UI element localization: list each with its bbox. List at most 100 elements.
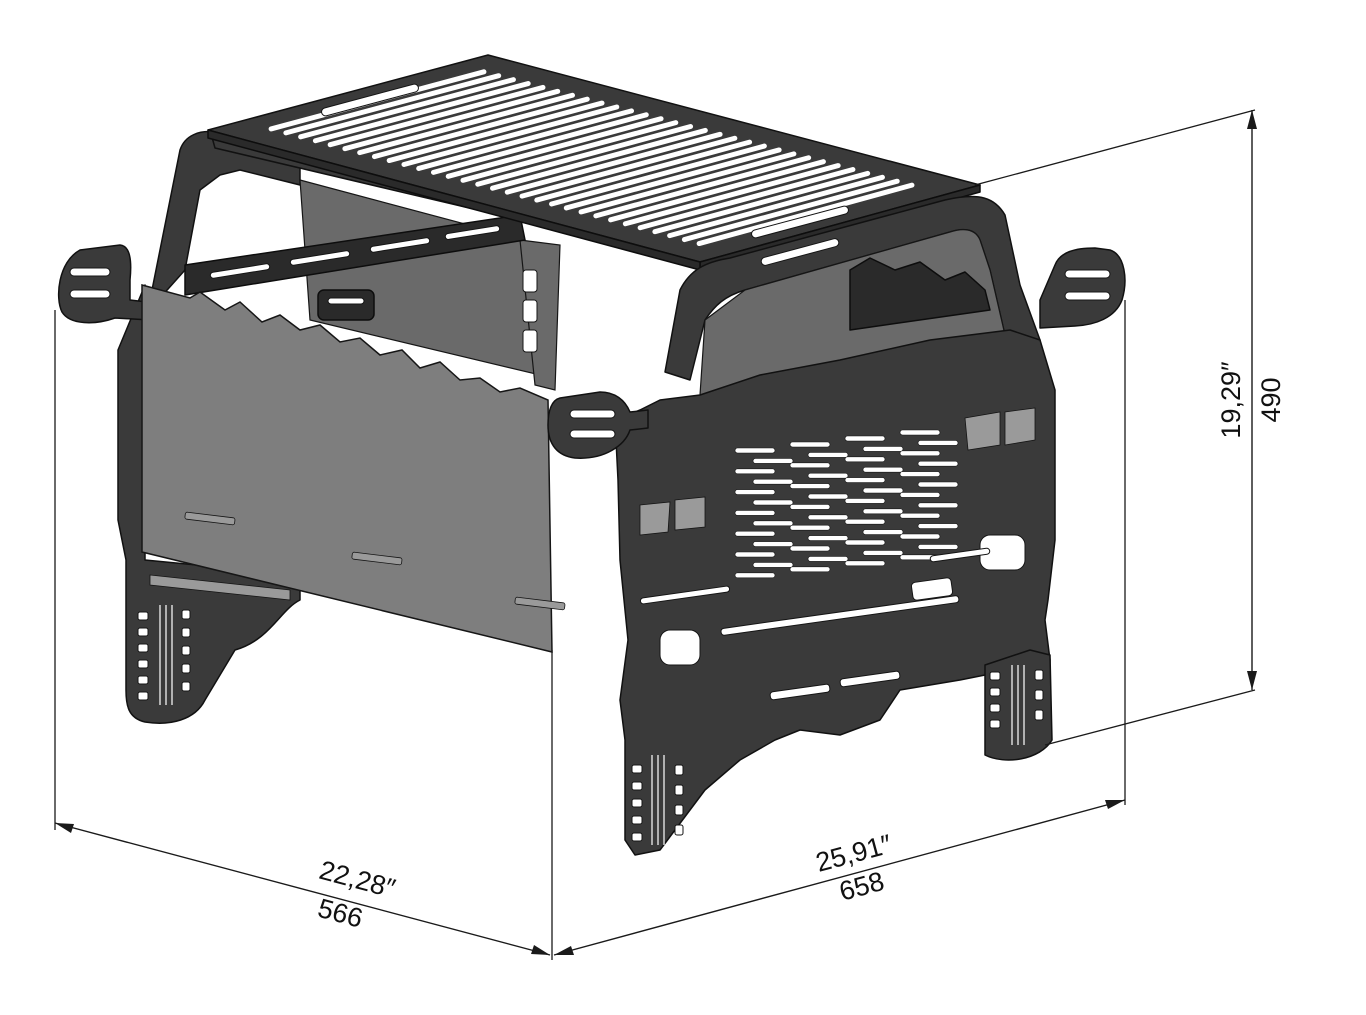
height-mm-label: 490	[1256, 377, 1286, 422]
grille-slot	[844, 498, 886, 504]
grill-slot	[475, 124, 694, 187]
grille-slot	[752, 562, 794, 568]
height-dimension: 19,29″ 490	[1216, 110, 1286, 690]
grill-slot	[681, 178, 900, 243]
grille-slot	[899, 450, 941, 457]
grille-slot	[862, 550, 904, 556]
grille-slots	[734, 429, 959, 579]
grill-slot	[327, 84, 546, 148]
grille-slot	[917, 544, 959, 550]
grille-slot	[844, 456, 886, 463]
grill-slot	[549, 143, 767, 207]
grille-slot	[789, 504, 831, 510]
far-wall-slots	[184, 214, 526, 296]
grill-slot	[490, 127, 708, 191]
grille-slot	[862, 466, 904, 473]
grille-slot	[899, 492, 941, 498]
extension-lines	[54, 109, 1256, 960]
grille-slot	[734, 530, 776, 537]
grill-slot	[637, 166, 856, 231]
grille-slot	[807, 556, 849, 562]
grille-slot	[917, 481, 959, 488]
width-mm-label: 658	[836, 866, 887, 907]
grille-slot	[844, 539, 886, 546]
grille-slot	[862, 487, 904, 494]
grille-slot	[789, 441, 831, 448]
grille-slot	[807, 493, 849, 500]
grill-slot	[386, 100, 605, 164]
rear-left-side-plate	[117, 284, 301, 724]
depth-mm-label: 566	[315, 893, 366, 934]
grill-slot	[534, 139, 753, 203]
grille-slot	[844, 560, 886, 567]
grille-slot	[752, 458, 794, 464]
grill-slot	[622, 163, 841, 227]
grille-slot	[734, 572, 776, 579]
grille-slot	[789, 524, 831, 531]
grille-slot	[734, 510, 776, 516]
grill-slot	[519, 135, 738, 199]
grill-slot	[401, 104, 620, 167]
grill-slot	[430, 112, 649, 175]
grill-slot	[371, 96, 590, 160]
grill-slot	[696, 182, 915, 247]
rear-left-leg-slots	[137, 605, 191, 705]
grille-slot	[807, 452, 849, 458]
grille-slot	[917, 460, 959, 467]
grille-slot	[844, 477, 886, 483]
grille-slot	[917, 523, 959, 529]
grille-slot	[899, 429, 941, 436]
grill-slot	[445, 116, 664, 179]
grille-slot	[789, 566, 831, 573]
windshield-interior	[699, 229, 1006, 396]
grille-slot	[734, 447, 776, 454]
grill-slot	[578, 151, 797, 215]
grille-slot	[844, 518, 886, 525]
grill-grate	[207, 54, 981, 271]
grille-slot	[862, 446, 904, 452]
grill-slot	[357, 92, 575, 156]
grille-slot	[752, 541, 794, 547]
grille-slot	[899, 471, 941, 477]
grille-slot	[789, 462, 831, 469]
front-grille-plate	[614, 329, 1056, 856]
grill-slot	[312, 81, 531, 144]
grill-slot	[283, 73, 502, 136]
depth-dimension: 22,28″ 566	[54, 822, 551, 956]
grill-slot	[416, 108, 635, 171]
side-panel	[141, 284, 566, 653]
grille-slot	[734, 489, 776, 495]
height-inches-label: 19,29″	[1216, 361, 1246, 439]
grill-slot	[593, 155, 812, 219]
grill-slots	[268, 69, 915, 247]
grille-slot	[917, 502, 959, 509]
grill-slot	[563, 147, 782, 211]
grille-slot	[752, 478, 794, 485]
grill-slot	[504, 131, 723, 195]
front-left-leg-slots	[631, 755, 684, 845]
grille-slot	[807, 472, 849, 479]
grille-slot	[752, 520, 794, 527]
front-right-leg	[984, 649, 1053, 761]
grille-slot	[899, 512, 941, 519]
left-mirror	[57, 244, 156, 324]
grille-slot	[862, 508, 904, 515]
front-left-mirror	[547, 391, 649, 459]
grill-slot	[608, 159, 826, 223]
width-inches-label: 25,91″	[813, 829, 896, 878]
headlights	[639, 407, 1036, 536]
grille-slot	[899, 533, 941, 540]
grille-slot	[862, 529, 904, 535]
grille-slot	[734, 551, 776, 558]
truck-fire-pit-illustration	[57, 54, 1126, 856]
grille-slot	[807, 535, 849, 541]
grille-slot	[807, 514, 849, 521]
grill-slot	[652, 170, 871, 235]
grill-slot	[460, 120, 679, 183]
grill-slot	[298, 77, 516, 140]
grille-slot	[752, 499, 794, 506]
grill-slot	[342, 88, 561, 152]
grille-slot	[844, 435, 886, 442]
grille-slot	[917, 440, 959, 446]
